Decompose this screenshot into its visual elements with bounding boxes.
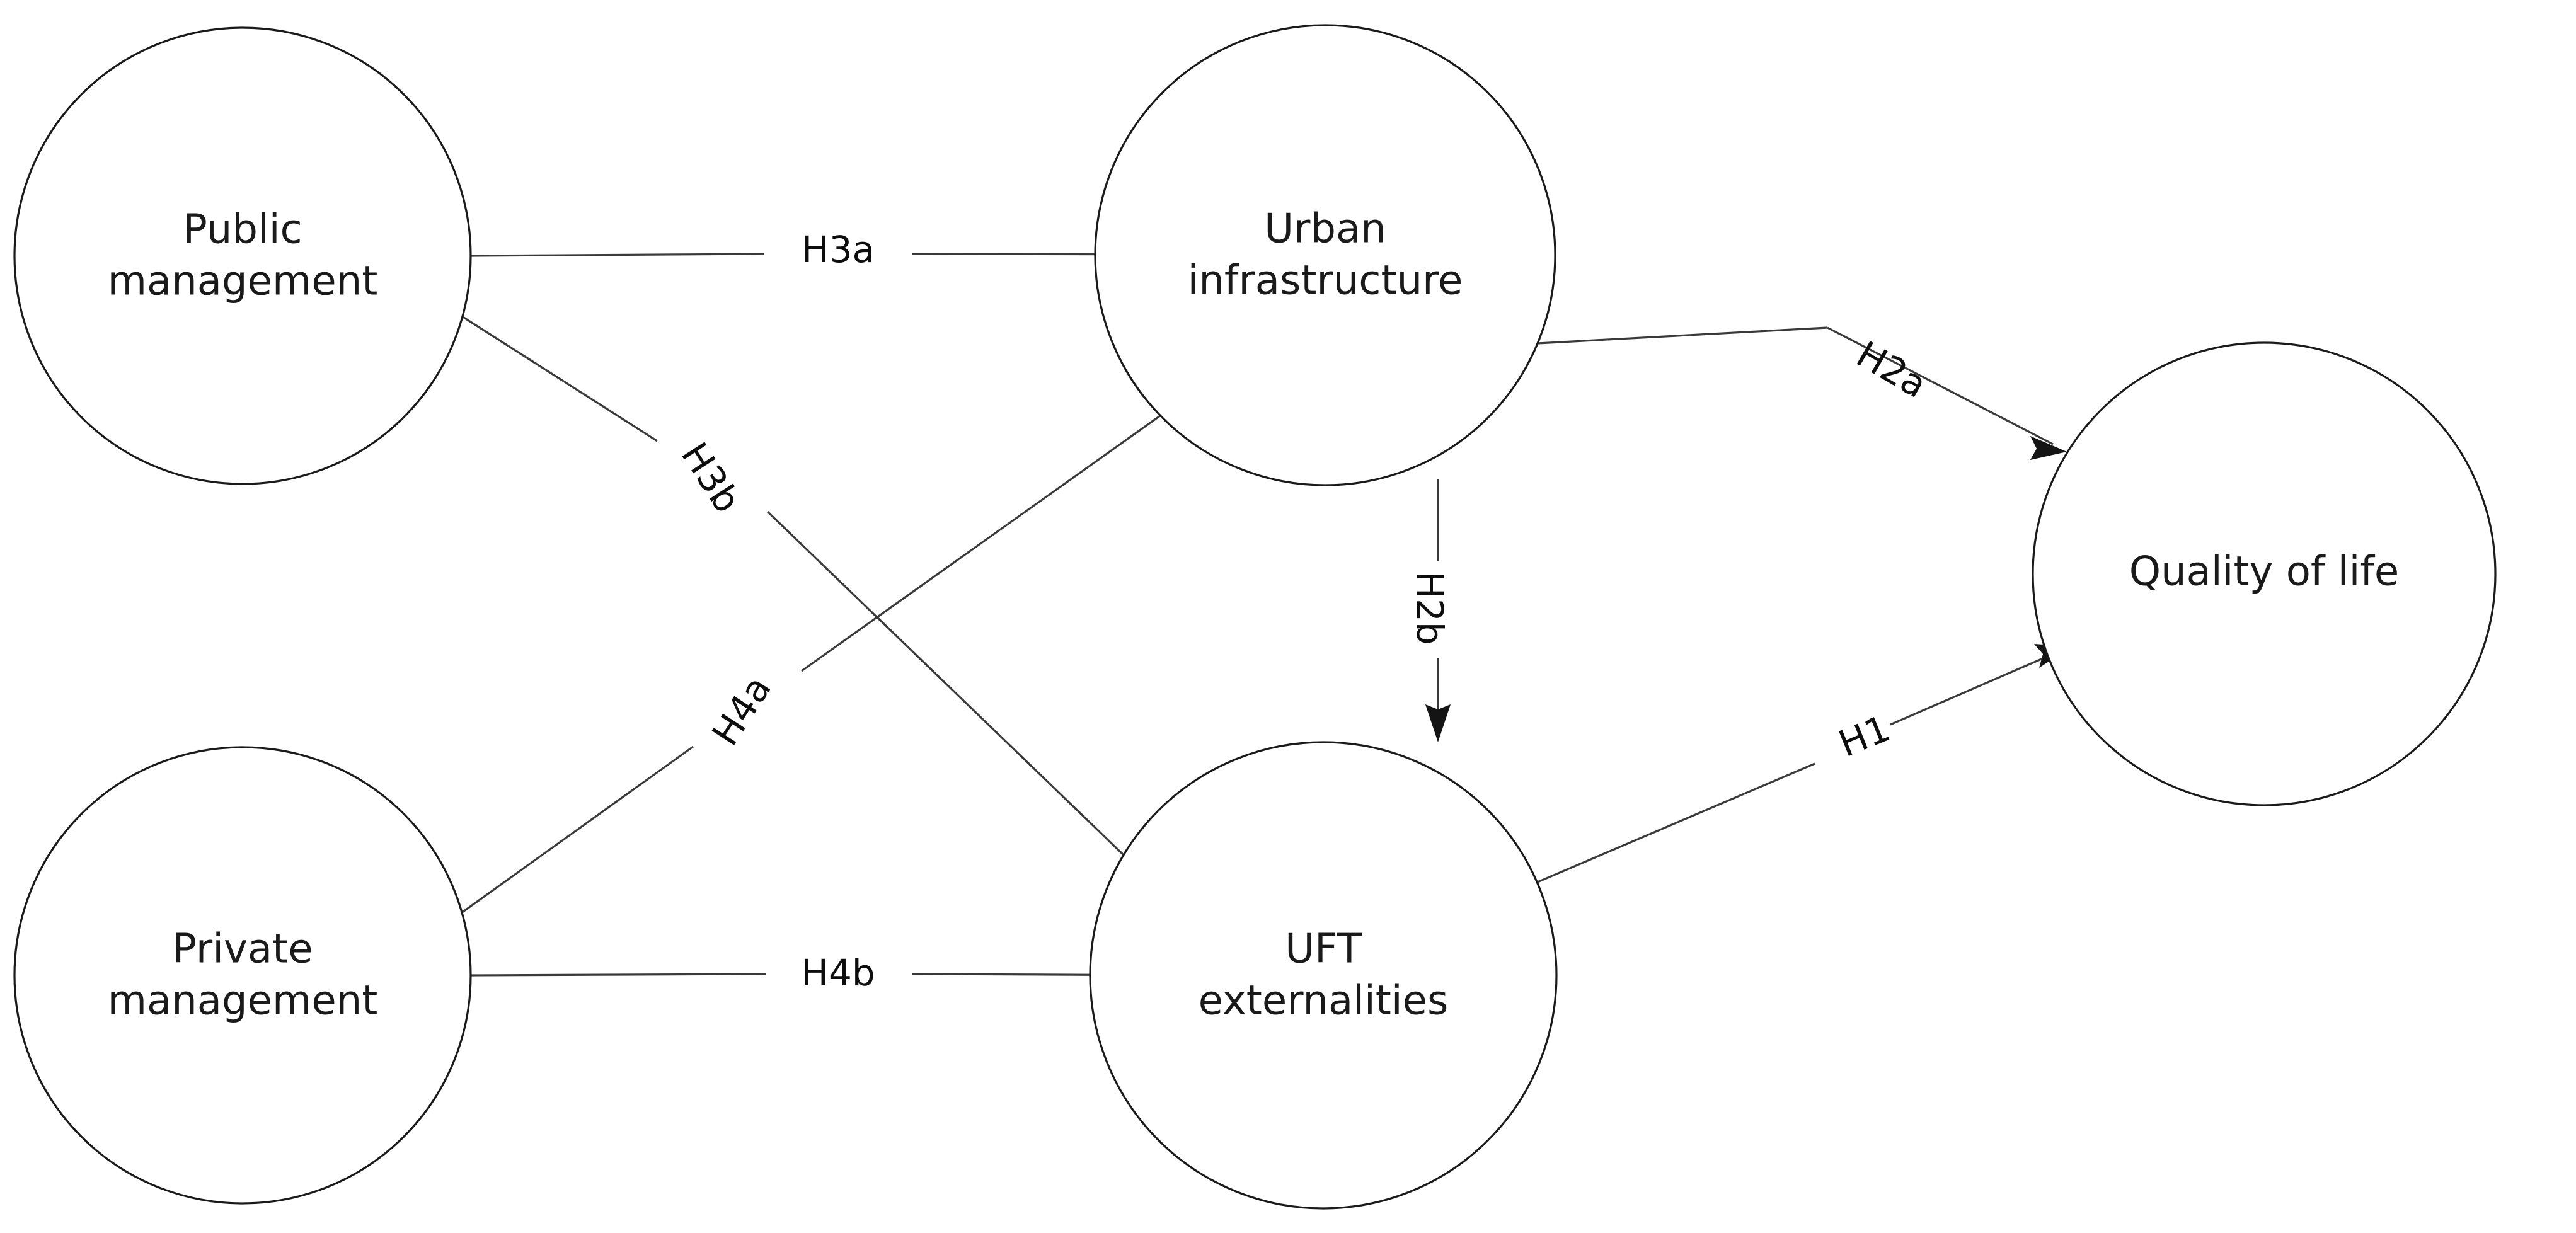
node-uft-externalities[interactable]: UFT externalities: [1089, 741, 1558, 1210]
node-uft-externalities-label-line2: externalities: [1199, 978, 1449, 1024]
node-public-management-label-line1: Public: [183, 207, 302, 253]
edge-h4a-segment-upper: [801, 393, 1192, 672]
edge-h4b-segment-left: [470, 973, 766, 977]
node-public-management-circle[interactable]: [13, 26, 472, 485]
edge-label-h1: H1: [1832, 707, 1895, 766]
node-quality-of-life-label-line1: Quality of life: [2129, 549, 2400, 595]
edge-label-h2a: H2a: [1849, 333, 1935, 406]
edge-h3b-segment-lower: [766, 510, 1159, 890]
node-uft-externalities-circle[interactable]: [1089, 741, 1558, 1210]
edge-h2a-arrowhead: [2030, 436, 2067, 460]
node-quality-of-life[interactable]: Quality of life: [2032, 341, 2497, 806]
node-public-management-label-line2: management: [108, 258, 378, 305]
node-private-management[interactable]: Private management: [13, 746, 472, 1205]
edge-h2a-segment-lower: [1827, 326, 2054, 445]
edge-label-h4a: H4a: [704, 668, 779, 753]
edge-h2b-arrowhead: [1425, 704, 1451, 742]
edge-h3a-segment-left: [470, 253, 764, 257]
edge-h3b: [425, 292, 1170, 909]
node-public-management[interactable]: Public management: [13, 26, 472, 485]
edge-label-h2b: H2b: [1408, 571, 1451, 645]
edge-h3b-segment-upper: [425, 292, 658, 442]
node-uft-externalities-label-line1: UFT: [1285, 926, 1362, 973]
edge-h1: [1537, 644, 2072, 883]
node-urban-infrastructure-label-line1: Urban: [1264, 206, 1386, 253]
node-urban-infrastructure-label-line2: infrastructure: [1188, 258, 1463, 304]
node-private-management-circle[interactable]: [13, 746, 472, 1205]
edge-h1-segment-lower: [1537, 762, 1815, 883]
edge-h2b: [1425, 479, 1451, 742]
edge-h4a-segment-lower: [425, 745, 694, 940]
node-quality-of-life-circle[interactable]: [2032, 341, 2497, 806]
edge-h1-segment-upper: [1890, 651, 2058, 726]
node-urban-infrastructure-circle[interactable]: [1094, 24, 1556, 486]
edge-h4a: [425, 383, 1205, 940]
edge-label-h3a: H3a: [802, 228, 875, 271]
edge-label-h3b: H3b: [673, 435, 749, 520]
node-private-management-label-line1: Private: [172, 926, 313, 973]
edge-h2a: [1537, 326, 2067, 460]
node-urban-infrastructure[interactable]: Urban infrastructure: [1094, 24, 1556, 486]
edge-h2a-segment-upper: [1537, 326, 1828, 345]
edge-label-h4b: H4b: [801, 951, 875, 994]
node-private-management-label-line2: management: [108, 978, 378, 1024]
